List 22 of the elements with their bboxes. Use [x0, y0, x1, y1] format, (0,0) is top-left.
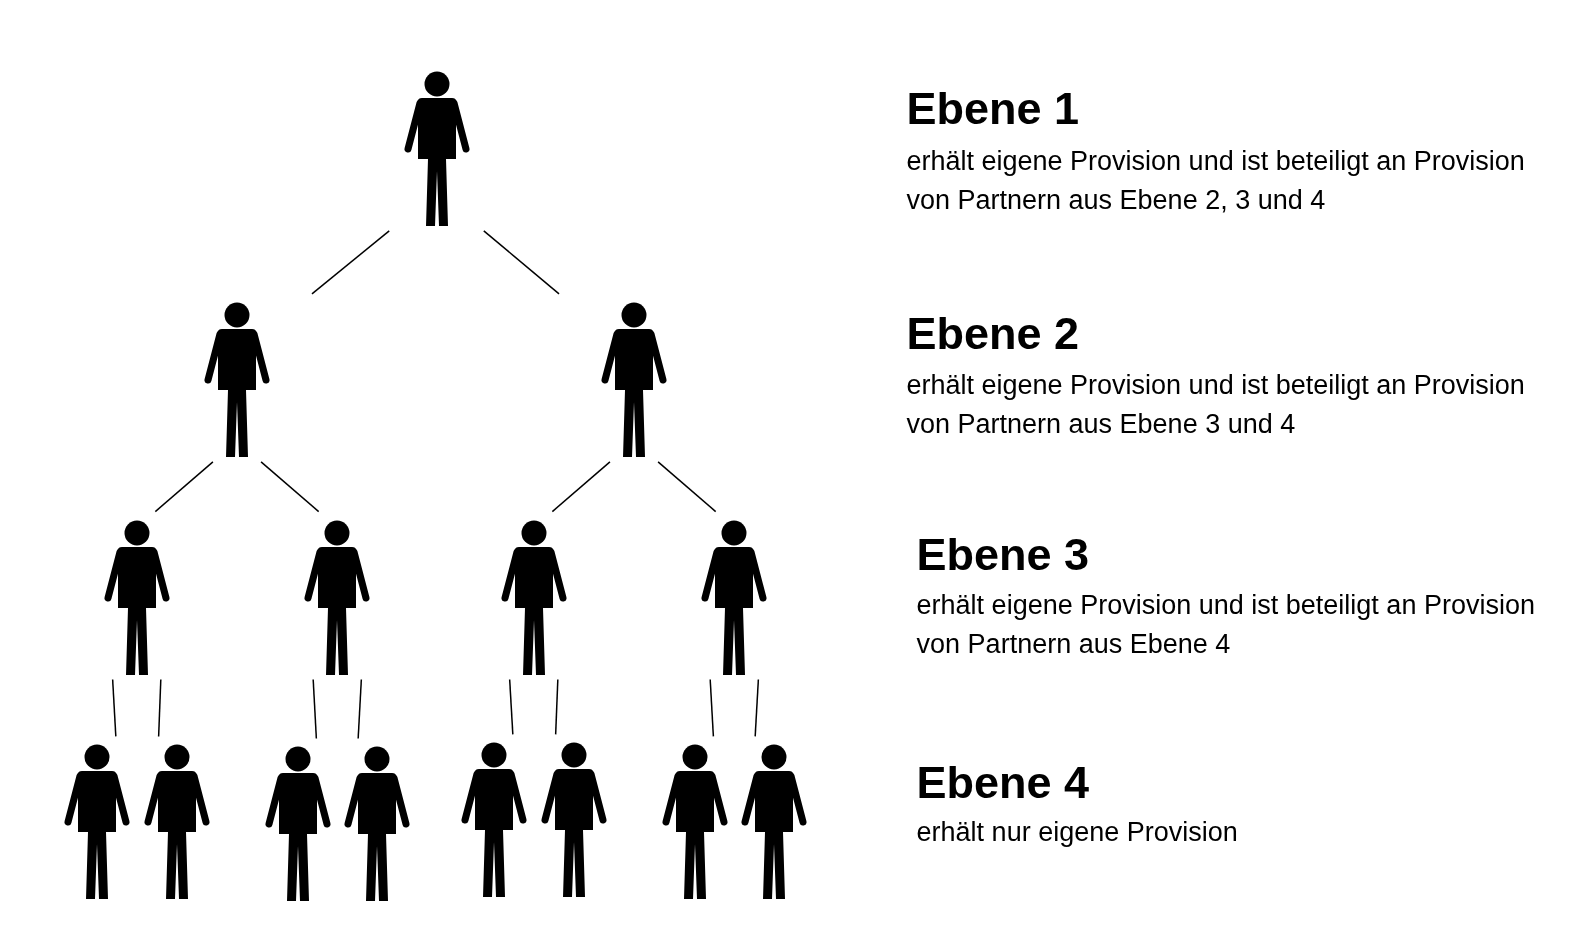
level-description: erhält eigene Provision und ist beteiligt an Provision von Partnern aus Ebene 4: [916, 589, 1536, 662]
connector-line: [483, 230, 560, 295]
connector-line: [508, 678, 514, 736]
connector-line: [312, 678, 318, 740]
level-heading: Ebene 4: [916, 757, 1090, 808]
connector-line: [551, 461, 611, 513]
connector-line: [260, 461, 320, 513]
connector-line: [357, 678, 363, 740]
level-heading: Ebene 3: [916, 529, 1090, 580]
level-description: erhält nur eigene Provision: [916, 816, 1239, 850]
connector-line: [157, 678, 162, 738]
connector-line: [311, 230, 390, 295]
connector-line: [657, 461, 717, 513]
connector-line: [754, 678, 760, 738]
level-description: erhält eigene Provision und ist beteiligt an Provision von Partnern aus Ebene 3 und 4: [906, 368, 1526, 441]
connector-line: [709, 678, 715, 738]
connector-line: [154, 461, 214, 513]
level-description: erhält eigene Provision und ist beteiligt an Provision von Partnern aus Ebene 2, 3 und 4: [906, 144, 1526, 217]
connector-line: [111, 678, 117, 738]
connector-line: [554, 678, 559, 736]
level-heading: Ebene 2: [906, 308, 1080, 359]
level-heading: Ebene 1: [906, 84, 1080, 135]
